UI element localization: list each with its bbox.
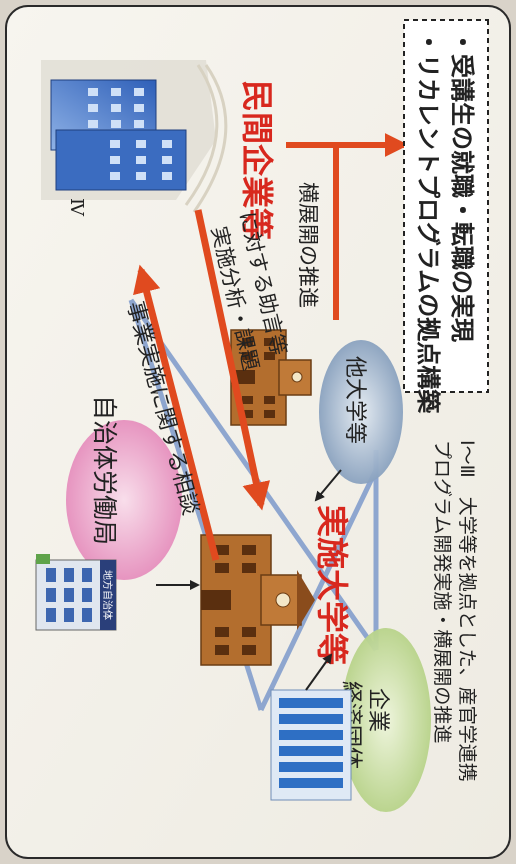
advice-arrow bbox=[194, 209, 271, 511]
other-univ-label: 他大学等 bbox=[342, 356, 367, 444]
rollout-arrow bbox=[286, 133, 409, 320]
other-to-univ-arrow bbox=[314, 469, 342, 502]
consultation-arrow bbox=[133, 264, 220, 561]
company-tower bbox=[270, 689, 352, 801]
roman-iv: Ⅳ bbox=[66, 198, 87, 217]
local-labor-oval bbox=[66, 420, 182, 580]
companies-label-1: 企業 bbox=[365, 688, 390, 732]
local-gov-building: 地方自治体 bbox=[35, 554, 117, 631]
outcome-line-2: ・リカレントプログラムの拠点構築 bbox=[414, 30, 442, 414]
private-company-label: 民間企業等 bbox=[238, 80, 276, 240]
implementing-univ-label: 実施大学等 bbox=[313, 505, 351, 665]
caption-line-1: Ⅰ～Ⅲ 大学等を拠点とした、産官学連携 bbox=[456, 440, 478, 782]
outcome-box bbox=[403, 19, 489, 393]
companies-oval bbox=[341, 628, 431, 812]
caption-line-2: プログラム開発実施・横展開の推進 bbox=[431, 440, 453, 743]
implementing-univ-building bbox=[200, 534, 315, 666]
local-labor-label: 自治体労働局 bbox=[90, 395, 119, 545]
private-company-building bbox=[41, 60, 228, 213]
rollout-label: 横展開の推進 bbox=[296, 182, 320, 308]
outcome-line-1: ・受講生の就職・転職の実現 bbox=[448, 30, 476, 342]
local-gov-sign: 地方自治体 bbox=[101, 570, 114, 620]
company-to-univ-arrow bbox=[305, 653, 333, 691]
other-univ-oval bbox=[319, 340, 403, 484]
